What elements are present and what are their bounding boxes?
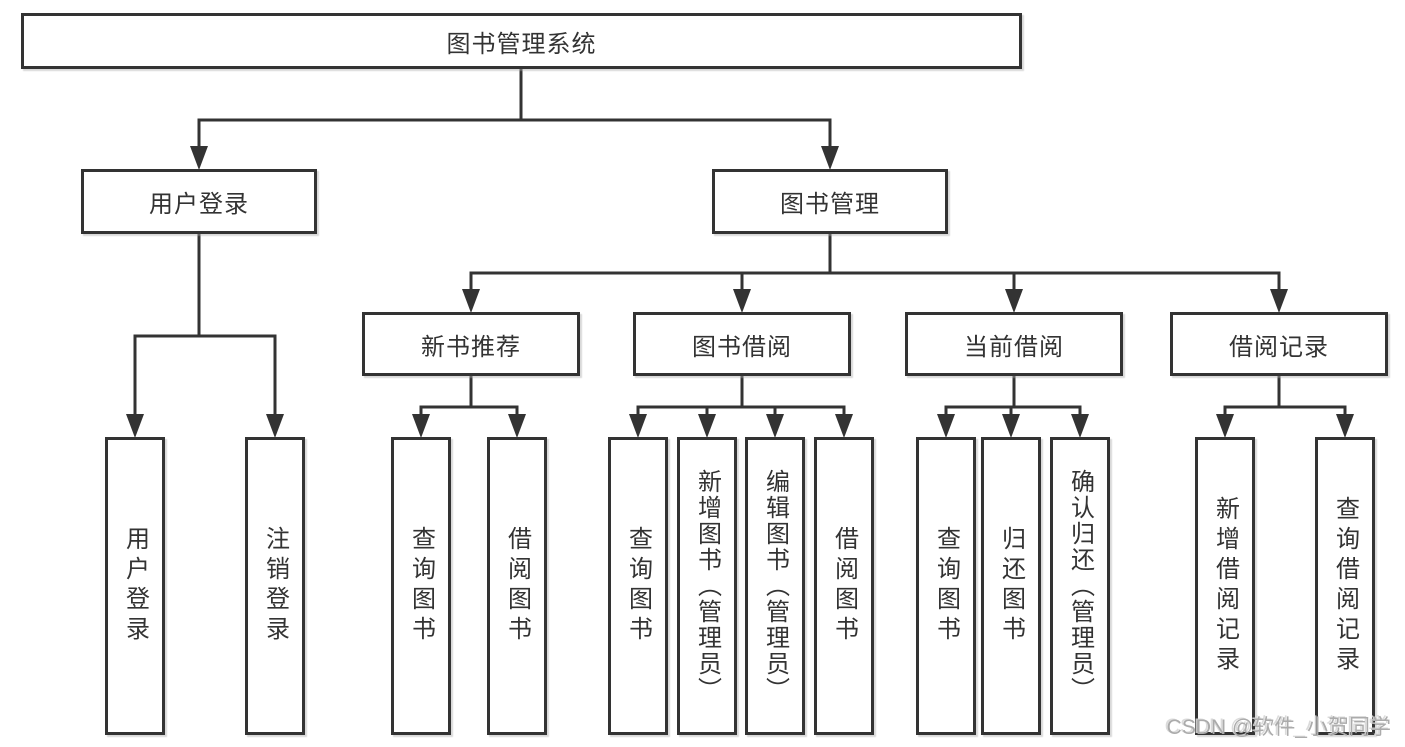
watermark: CSDN @软件_小贺同学 xyxy=(1166,716,1391,739)
node-borrowing-edit-book-admin: 编辑图书（管理员） xyxy=(745,437,805,735)
node-borrowing-borrow-books: 借阅图书 xyxy=(814,437,874,735)
node-records-add-record: 新增借阅记录 xyxy=(1195,437,1255,735)
node-current-return-books: 归还图书 xyxy=(981,437,1041,735)
node-book-management: 图书管理 xyxy=(712,169,948,234)
node-borrowing-records: 借阅记录 xyxy=(1170,312,1388,376)
node-borrowing-query-books: 查询图书 xyxy=(608,437,668,735)
node-current-borrowing: 当前借阅 xyxy=(905,312,1123,376)
node-user-login-leaf: 用户登录 xyxy=(105,437,165,735)
node-recommend-borrow-books: 借阅图书 xyxy=(487,437,547,735)
node-borrowing-add-book-admin: 新增图书（管理员） xyxy=(677,437,737,735)
arrowheads xyxy=(126,146,1354,438)
node-recommend-query-books: 查询图书 xyxy=(391,437,451,735)
node-book-borrowing: 图书借阅 xyxy=(633,312,851,376)
node-new-book-recommend: 新书推荐 xyxy=(362,312,580,376)
node-current-query-books: 查询图书 xyxy=(916,437,976,735)
node-library-system: 图书管理系统 xyxy=(21,13,1022,69)
node-logout: 注销登录 xyxy=(245,437,305,735)
node-records-query-record: 查询借阅记录 xyxy=(1315,437,1375,735)
node-user-login: 用户登录 xyxy=(81,169,317,234)
node-current-confirm-return-admin: 确认归还（管理员） xyxy=(1050,437,1110,735)
